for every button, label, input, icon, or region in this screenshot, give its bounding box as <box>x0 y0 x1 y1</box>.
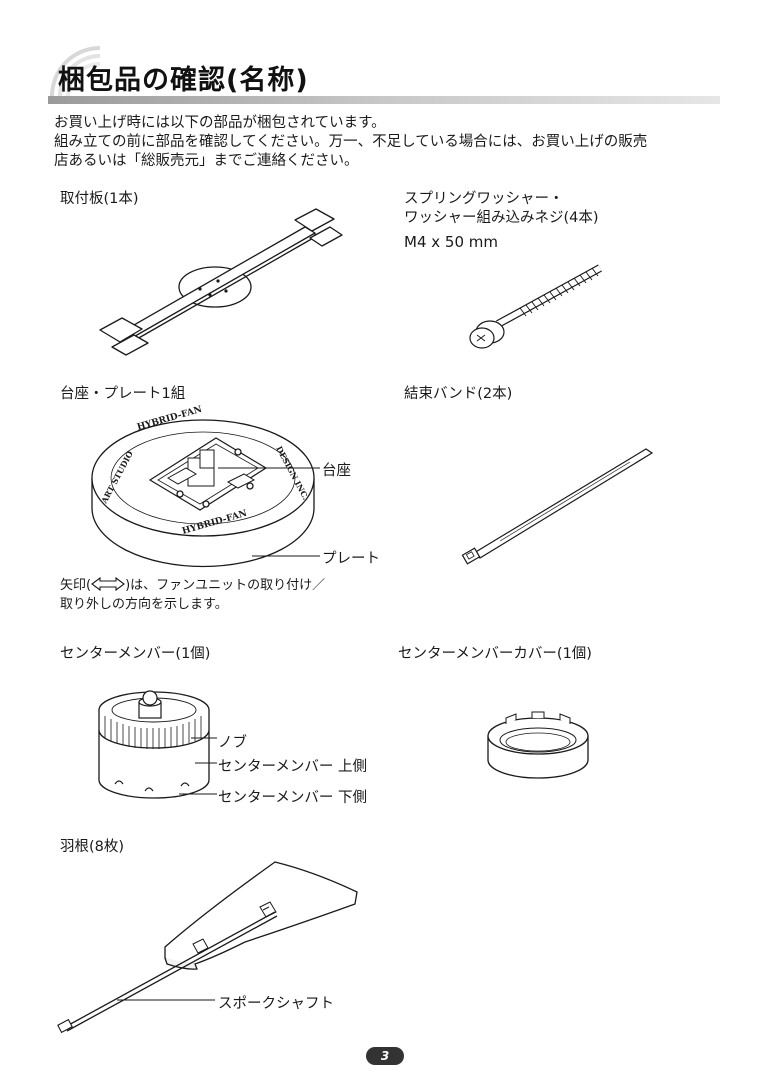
cable-tie-illustration <box>461 448 654 565</box>
page-title: 梱包品の確認(名称) <box>58 65 309 96</box>
screw-label-line2: ワッシャー組み込みネジ(4本) <box>404 210 599 226</box>
intro-line-3: 店あるいは「総販売元」までご連絡ください。 <box>54 153 359 169</box>
mounting-plate-label: 取付板(1本) <box>60 191 139 207</box>
note-line-2: 取り外しの方向を示します。 <box>60 597 228 612</box>
screw-illustration <box>469 264 602 349</box>
double-arrow-icon <box>91 576 125 592</box>
blade-label: 羽根(8枚) <box>60 839 125 855</box>
screw-label-line1: スプリングワッシャー・ <box>404 191 564 207</box>
page-number: 3 <box>366 1047 404 1065</box>
intro-line-2: 組み立ての前に部品を確認してください。万一、不足している場合には、お買い上げの販… <box>54 134 648 150</box>
title-rule <box>48 96 720 104</box>
intro-text: お買い上げ時には以下の部品が梱包されています。 組み立ての前に部品を確認してくだ… <box>54 114 734 171</box>
title-decoration-icon <box>50 46 101 97</box>
callout-shaft: スポークシャフト <box>218 996 334 1012</box>
callout-upper: センターメンバー 上側 <box>218 759 368 775</box>
center-cover-illustration <box>487 711 589 779</box>
arrow-note: 矢印( )は、ファンユニットの取り付け／ 取り外しの方向を示します。 <box>60 576 325 614</box>
callout-base: 台座 <box>322 463 351 479</box>
callout-plate: プレート <box>322 551 380 567</box>
blade-illustration <box>57 861 358 1034</box>
base-plate-illustration: HYBRID-FAN HYBRID-FAN ART STUDIO DESIGN … <box>91 405 320 568</box>
center-member-illustration <box>98 690 217 799</box>
callout-lower: センターメンバー 下側 <box>218 790 368 806</box>
intro-line-1: お買い上げ時には以下の部品が梱包されています。 <box>54 115 386 131</box>
cable-tie-label: 結束バンド(2本) <box>404 386 513 402</box>
center-cover-label: センターメンバーカバー(1個) <box>398 646 592 662</box>
center-member-label: センターメンバー(1個) <box>60 646 211 662</box>
mounting-plate-illustration <box>99 208 343 356</box>
screw-size: M4 x 50 mm <box>404 233 498 251</box>
base-plate-label: 台座・プレート1組 <box>60 386 186 402</box>
note-suffix: )は、ファンユニットの取り付け／ <box>125 578 326 593</box>
callout-knob: ノブ <box>218 735 247 751</box>
note-prefix: 矢印( <box>60 578 92 593</box>
